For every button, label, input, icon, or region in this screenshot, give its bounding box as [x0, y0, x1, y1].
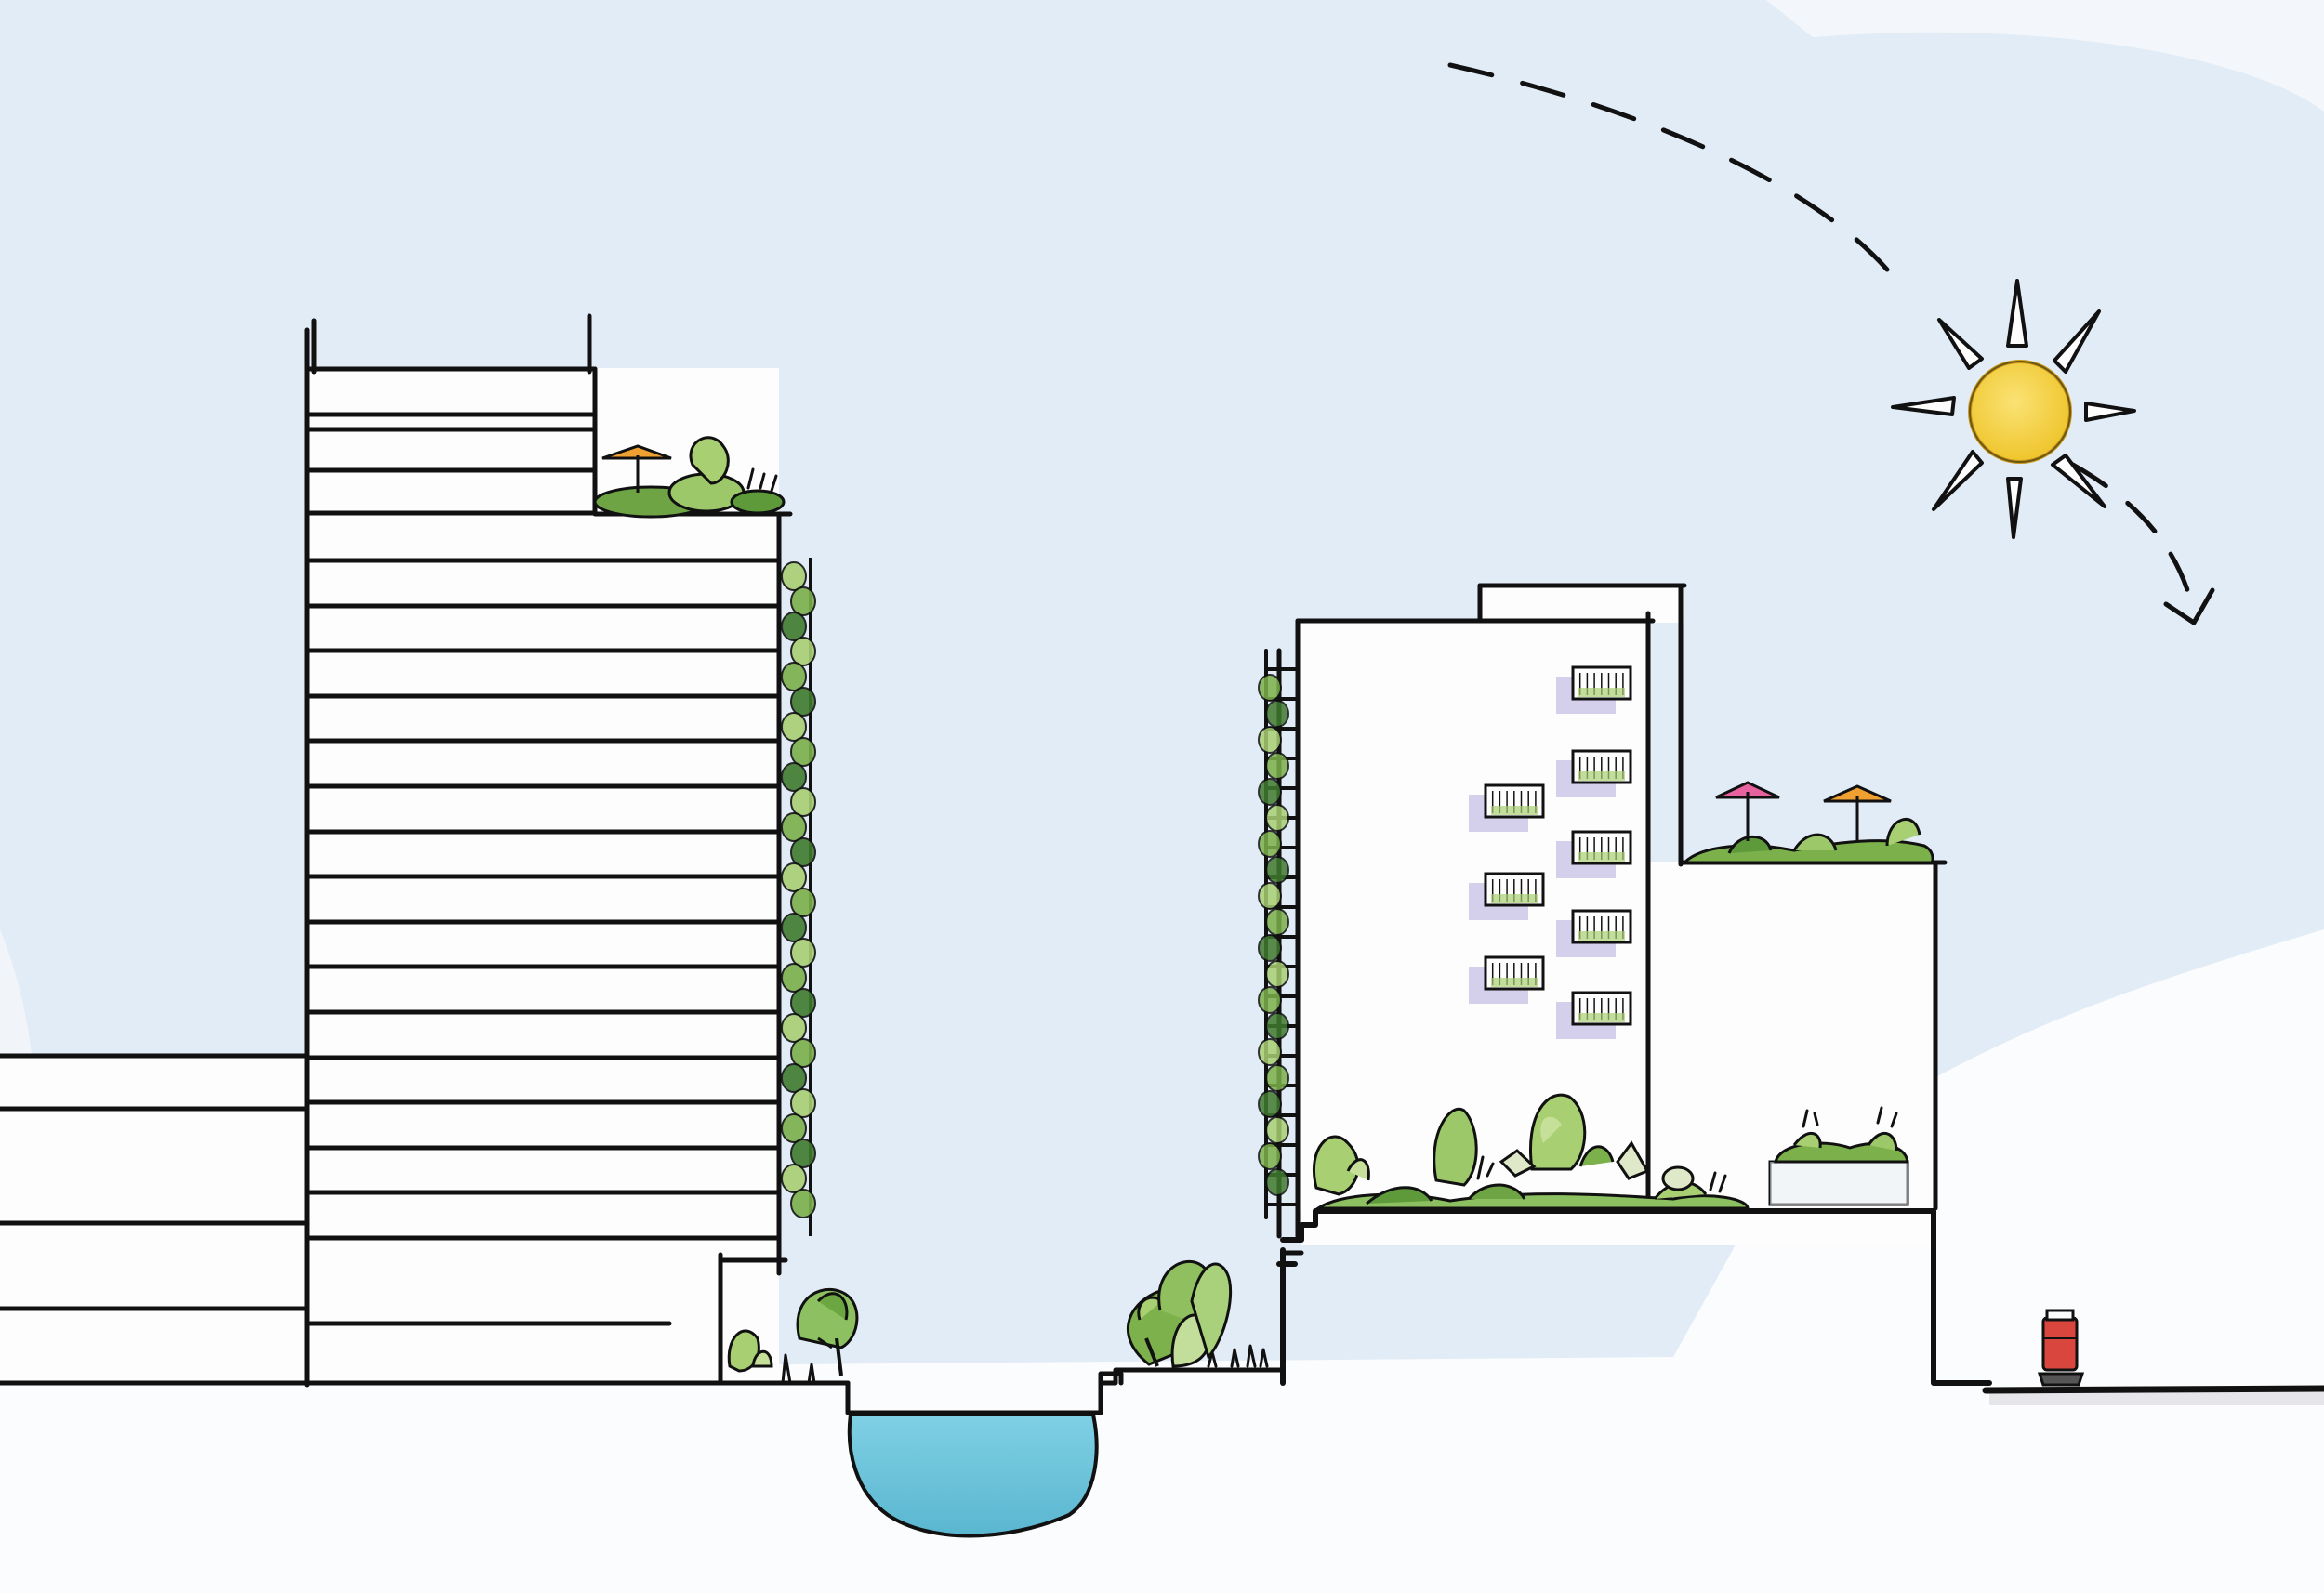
- canal-right-trees: [1126, 1260, 1269, 1368]
- vine-leaf: [790, 737, 816, 767]
- vine-leaf: [1258, 674, 1282, 702]
- vine-leaf: [781, 963, 807, 993]
- canal: [718, 1250, 1304, 1538]
- vine-leaf: [1265, 1064, 1289, 1092]
- canal-water: [847, 1413, 1099, 1538]
- vine-leaf: [781, 712, 807, 742]
- balcony: [1469, 783, 1545, 832]
- balcony: [1556, 991, 1632, 1039]
- vine-leaf: [790, 1088, 816, 1118]
- vine-leaf: [1258, 934, 1282, 962]
- vine-leaf: [1265, 908, 1289, 936]
- vine-leaf: [1258, 778, 1282, 806]
- vine-leaf: [781, 762, 807, 792]
- vine-leaf: [1258, 1142, 1282, 1170]
- vine-leaf: [781, 913, 807, 942]
- vine-leaf: [1265, 856, 1289, 884]
- left-low-building: [0, 1053, 310, 1386]
- dashed-sun-path-arrow: [1447, 62, 2215, 625]
- tower-green-facade: [781, 558, 816, 1236]
- roof-terrace-right: [1681, 781, 1934, 864]
- vine-leaf: [781, 1164, 807, 1193]
- vine-leaf: [781, 1063, 807, 1093]
- balcony: [1469, 872, 1545, 920]
- right-green-facade: [1258, 674, 1289, 1196]
- vine-leaf: [781, 1113, 807, 1143]
- tower-roof-garden: [593, 436, 786, 519]
- vine-leaf: [790, 586, 816, 616]
- vine-leaf: [1265, 752, 1289, 780]
- vine-leaf: [1258, 830, 1282, 858]
- balcony: [1556, 665, 1632, 714]
- vine-leaf: [790, 1038, 816, 1068]
- vine-leaf: [1265, 960, 1289, 988]
- vine-leaf: [1265, 700, 1289, 728]
- vine-leaf: [790, 988, 816, 1018]
- vine-leaf: [790, 687, 816, 717]
- vine-leaf: [781, 561, 807, 591]
- balcony: [1556, 830, 1632, 878]
- vine-leaf: [790, 787, 816, 817]
- vine-leaf: [1265, 804, 1289, 832]
- umbrella-icon: [601, 444, 672, 493]
- umbrella-icon: [1715, 781, 1780, 841]
- vine-leaf: [790, 1189, 816, 1218]
- umbrella-icon: [1823, 784, 1892, 841]
- vine-leaf: [1265, 1116, 1289, 1144]
- balconies: [1469, 665, 1632, 1039]
- vine-leaf: [1258, 1038, 1282, 1066]
- balcony: [1556, 749, 1632, 797]
- balcony: [1556, 909, 1632, 957]
- vine-leaf: [1265, 1168, 1289, 1196]
- sun-icon: [1891, 279, 2136, 539]
- ground-paper: [0, 1385, 2324, 1593]
- vine-leaf: [790, 837, 816, 867]
- tower-base-planting: [727, 1287, 859, 1385]
- kiosk-icon: [2037, 1309, 2085, 1387]
- vine-leaf: [1258, 1090, 1282, 1118]
- podium-garden: [1312, 1093, 1909, 1210]
- vine-leaf: [790, 637, 816, 666]
- vine-leaf: [781, 1013, 807, 1043]
- vine-leaf: [781, 812, 807, 842]
- right-building: [1264, 583, 1948, 1239]
- vine-leaf: [1265, 1012, 1289, 1040]
- tall-tower: [304, 313, 793, 1388]
- podium-terrace: [1276, 1160, 1992, 1386]
- vine-leaf: [1258, 882, 1282, 910]
- vine-leaf: [790, 1139, 816, 1168]
- vine-leaf: [781, 612, 807, 641]
- vine-leaf: [781, 862, 807, 892]
- balcony: [1469, 955, 1545, 1004]
- vine-leaf: [1258, 726, 1282, 754]
- vine-leaf: [1258, 986, 1282, 1014]
- vine-leaf: [790, 938, 816, 968]
- vine-leaf: [790, 888, 816, 917]
- vine-leaf: [781, 662, 807, 691]
- right-ground: [1982, 1309, 2324, 1405]
